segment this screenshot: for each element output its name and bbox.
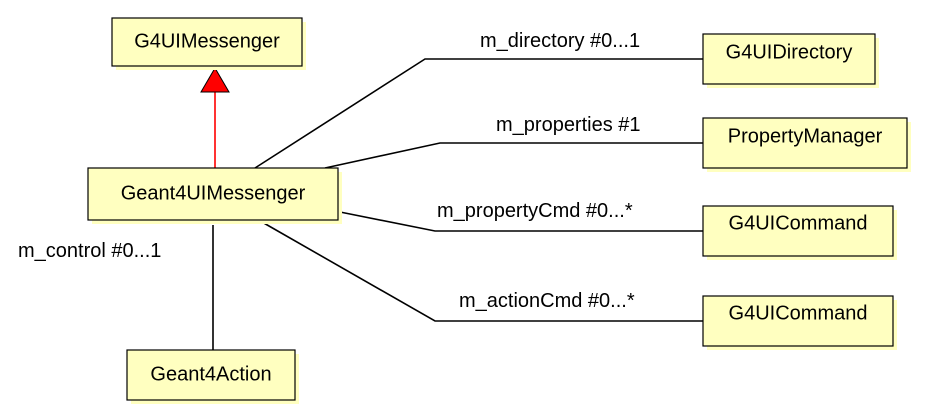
class-propertymanager[interactable]: PropertyManager — [702, 117, 911, 172]
class-name: G4UIMessenger — [134, 30, 280, 52]
class-g4uimessenger[interactable]: G4UIMessenger — [111, 17, 306, 70]
class-name: G4UICommand — [729, 302, 868, 324]
class-name: Geant4UIMessenger — [121, 182, 306, 204]
relation-label-directory: m_directory #0...1 — [480, 30, 640, 52]
class-name: Geant4Action — [150, 363, 271, 385]
class-g4uidirectory[interactable]: G4UIDirectory — [702, 33, 879, 88]
class-geant4uimessenger[interactable]: Geant4UIMessenger — [87, 167, 342, 224]
class-geant4action[interactable]: Geant4Action — [126, 349, 299, 404]
relation-label-actioncmd: m_actionCmd #0...* — [459, 290, 635, 312]
class-name: G4UICommand — [729, 212, 868, 234]
relation-label-control: m_control #0...1 — [18, 240, 161, 262]
assoc-line-directory — [254, 58, 703, 169]
assoc-line-propertycmd — [339, 211, 703, 232]
assoc-line-properties — [324, 142, 703, 169]
relation-label-properties: m_properties #1 — [496, 114, 641, 136]
relation-label-propertycmd: m_propertyCmd #0...* — [437, 200, 633, 222]
class-g4uicommand-action[interactable]: G4UICommand — [702, 295, 897, 350]
class-name: PropertyManager — [728, 125, 883, 147]
inheritance-arrow-icon — [200, 67, 230, 93]
class-g4uicommand-property[interactable]: G4UICommand — [702, 205, 897, 260]
assoc-line-actioncmd — [261, 221, 703, 322]
class-name: G4UIDirectory — [726, 41, 853, 63]
